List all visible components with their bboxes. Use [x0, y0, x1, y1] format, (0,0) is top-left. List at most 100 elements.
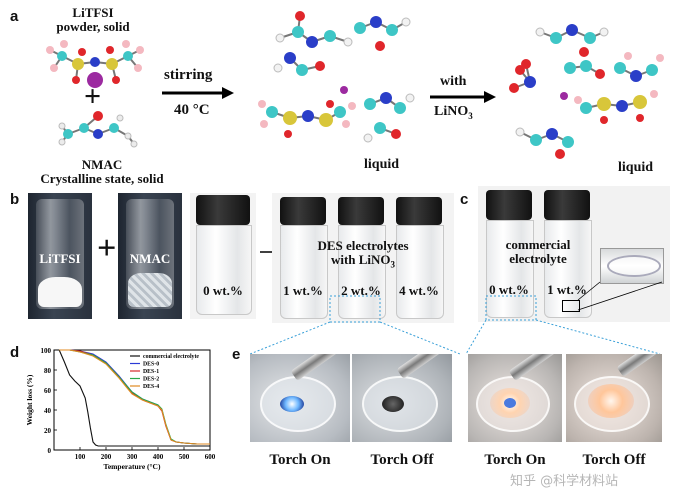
watermark: 知乎 @科学材料站 — [510, 474, 619, 489]
litfsi-label: LiTFSI powder, solid — [38, 6, 148, 34]
panel-c-letter: c — [460, 191, 469, 208]
arrow2-bottom-sub: 3 — [468, 110, 473, 121]
liquid-label-2: liquid — [618, 160, 654, 175]
hydrogen-atom — [116, 114, 124, 122]
carbon-atom — [109, 123, 119, 133]
x-tick-label: 500 — [179, 453, 190, 461]
liquid-label-1: liquid — [364, 157, 400, 172]
plus-sign-b: + — [97, 230, 117, 267]
x-axis-label: Temperature (°C) — [104, 462, 161, 471]
inset-lines — [577, 281, 663, 311]
torch-on-label-2: Torch On — [484, 452, 546, 468]
arrow1-top-label: stirring — [164, 67, 213, 83]
des-1wt-label: 1 wt.% — [283, 283, 323, 298]
reaction-arrow-1 — [162, 87, 234, 99]
legend-entry: DES-4 — [143, 384, 159, 390]
des-torch-on-photo — [250, 354, 350, 442]
y-tick-label: 100 — [41, 347, 52, 355]
nitrogen-atom — [90, 57, 100, 67]
des-title-line2-main: with LiNO — [330, 252, 391, 267]
oxygen-atom — [72, 76, 80, 84]
commercial-vials-photo: commercial electrolyte 0 wt.% 1 wt.% — [478, 186, 670, 322]
hydrogen-atom — [58, 122, 66, 130]
sulfur-atom — [72, 58, 84, 70]
x-tick-label: 100 — [75, 453, 86, 461]
oxygen-atom — [93, 111, 103, 121]
arrow1-bottom-label: 40 °C — [174, 102, 210, 118]
liquid-cluster-2 — [509, 24, 664, 159]
des-title-line2-sub: 3 — [390, 259, 396, 270]
arrow2-bottom-main: LiNO — [434, 104, 469, 119]
torch-nozzle-icon — [396, 354, 452, 379]
fluorine-atom — [46, 46, 54, 54]
series-line-commercial-electrolyte — [58, 349, 210, 447]
des-4wt-label: 4 wt.% — [399, 283, 439, 298]
des-2wt-label: 2 wt.% — [341, 283, 381, 298]
litfsi-vial-label: LiTFSI — [39, 251, 81, 266]
des-title-line1: DES electrolytes — [317, 238, 409, 253]
vial-0wt-label: 0 wt.% — [203, 283, 243, 298]
fluorine-atom — [50, 64, 58, 72]
callout-box-c — [485, 295, 537, 321]
plus-sign-a: + — [84, 80, 102, 113]
legend-entry: commercial electrolyte — [143, 354, 199, 360]
litfsi-label-line1: LiTFSI — [72, 5, 114, 20]
commercial-title: commercial electrolyte — [478, 238, 598, 266]
torch-nozzle-icon — [290, 354, 350, 381]
inset-source-box — [562, 300, 580, 312]
des-title: DES electrolytes with LiNO3 — [272, 239, 454, 272]
carbon-atom — [123, 51, 133, 61]
carbon-atom — [63, 129, 73, 139]
y-tick-label: 20 — [44, 427, 52, 435]
y-tick-label: 80 — [44, 367, 52, 375]
nitrogen-atom — [93, 129, 103, 139]
y-tick-label: 0 — [48, 447, 52, 455]
torch-off-label-1: Torch Off — [370, 452, 434, 468]
commercial-0wt-label: 0 wt.% — [489, 282, 529, 297]
panel-d-letter: d — [10, 344, 20, 361]
fluorine-atom — [122, 40, 130, 48]
commercial-torch-off-photo — [566, 354, 662, 442]
oxygen-atom — [106, 46, 114, 54]
des-title-line2: with LiNO3 — [272, 253, 454, 272]
litfsi-vial-photo: LiTFSI — [28, 193, 92, 319]
x-tick-label: 300 — [127, 453, 138, 461]
litfsi-molecule — [46, 40, 144, 88]
tga-chart: 0 20 40 60 80 100 100 200 300 400 500 600Temperatur… — [25, 347, 216, 471]
hydrogen-atom — [58, 138, 66, 146]
nmac-vial-photo: NMAC — [118, 193, 182, 319]
panel-a-letter: a — [10, 8, 19, 25]
x-tick-label: 400 — [153, 453, 164, 461]
des-vials-photo: DES electrolytes with LiNO3 1 wt.% 2 wt.… — [272, 193, 454, 323]
panel-e-letter: e — [232, 346, 241, 363]
y-tick-label: 40 — [44, 407, 52, 415]
hydrogen-atom — [130, 140, 138, 148]
liquid-cluster-1 — [258, 11, 415, 143]
reaction-arrow-2 — [430, 91, 496, 103]
sulfur-atom — [106, 58, 118, 70]
carbon-atom — [79, 123, 89, 133]
torch-off-label-2: Torch Off — [582, 452, 646, 468]
blue-flame-icon — [504, 398, 516, 408]
des-torch-off-photo — [352, 354, 452, 442]
commercial-torch-on-photo — [468, 354, 562, 442]
nmac-vial-label: NMAC — [129, 251, 171, 266]
y-tick-label: 60 — [44, 387, 52, 395]
torch-on-label-1: Torch On — [269, 452, 331, 468]
torch-nozzle-icon — [616, 354, 662, 377]
panel-b-letter: b — [10, 191, 20, 208]
x-tick-label: 600 — [205, 453, 216, 461]
hydrogen-atom — [124, 132, 132, 140]
torch-nozzle-icon — [508, 354, 562, 381]
no-flame-residue-icon — [382, 396, 404, 412]
persistent-flame-icon — [588, 384, 634, 418]
carbon-atom — [57, 51, 67, 61]
commercial-title-line1: commercial — [505, 237, 571, 252]
legend-entry: DES-2 — [143, 377, 159, 383]
nmac-label: NMAC Crystalline state, solid — [22, 158, 182, 186]
x-tick-label: 200 — [101, 453, 112, 461]
legend-entry: DES-0 — [143, 362, 159, 368]
y-axis-label: Weight loss (%) — [25, 374, 34, 425]
